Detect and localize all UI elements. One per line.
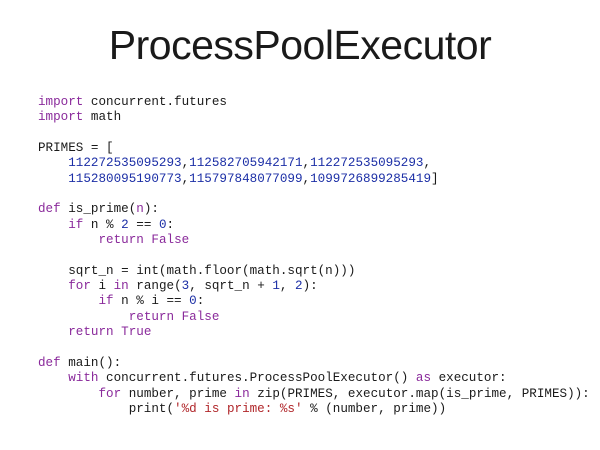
code-token [38,325,68,339]
code-line: sqrt_n = int(math.floor(math.sqrt(n))) [38,264,590,279]
code-token: 2 [121,217,129,232]
code-token: n % i == [113,294,190,309]
code-token: , [302,156,311,171]
code-token: concurrent.futures.ProcessPoolExecutor() [98,371,416,386]
code-token: is_prime( [60,202,137,217]
code-token: number, prime [121,386,235,401]
code-token [38,387,98,401]
code-token [38,156,68,170]
code-token: return [98,233,144,248]
code-token: % (number, prime)) [302,401,447,416]
code-line: return False [38,310,590,325]
code-token: 3 [181,279,190,294]
code-token: in [113,279,129,294]
code-token: 112582705942171 [189,156,303,171]
code-token: 112272535095293 [68,156,182,171]
code-token: 115797848077099 [189,171,303,186]
code-token: n [136,202,144,217]
code-line: with concurrent.futures.ProcessPoolExecu… [38,371,590,386]
code-line: def is_prime(n): [38,202,590,217]
code-line: def main(): [38,356,590,371]
code-token: True [121,325,152,340]
code-line: return True [38,325,590,340]
code-token: ): [143,202,159,217]
code-token: , [302,171,311,186]
code-token: ): [302,279,318,294]
code-line: print('%d is prime: %s' % (number, prime… [38,402,590,417]
code-token: as [415,371,432,386]
code-token: False [151,233,190,248]
code-token: for [98,386,122,401]
code-token [174,310,182,324]
code-token: , [423,156,432,171]
code-token: , [181,171,190,186]
code-token: : [166,217,175,232]
code-line: if n % i == 0: [38,294,590,309]
code-line: PRIMES = [ [38,141,590,156]
code-token: : [196,294,205,309]
code-token: math [83,110,122,125]
code-token: PRIMES = [ [38,141,114,156]
code-token: '%d is prime: %s' [174,401,303,416]
code-line: 115280095190773,115797848077099,10997268… [38,172,590,187]
code-line [38,126,590,141]
code-token: 1099726899285419 [310,171,432,186]
code-token [38,294,98,308]
code-token: with [68,371,99,386]
code-token: import [38,95,84,109]
code-token: , sqrt_n + [189,279,273,294]
code-token [38,172,68,186]
code-token: executor: [431,371,507,386]
code-token: if [98,294,114,309]
code-line [38,341,590,356]
code-token: range( [128,279,182,294]
code-token: zip(PRIMES, executor.map(is_prime, PRIME… [249,386,590,401]
code-token [38,279,68,293]
code-line: if n % 2 == 0: [38,218,590,233]
code-token: 112272535095293 [310,156,424,171]
code-token: ] [431,171,439,186]
code-token: concurrent.futures [83,95,227,109]
code-token: sqrt_n = int(math.floor(math.sqrt(n))) [38,263,356,278]
code-token: False [181,309,220,324]
code-token: 115280095190773 [68,171,182,186]
code-line: import concurrent.futures [38,95,590,110]
code-line: 112272535095293,112582705942171,11227253… [38,156,590,171]
code-token: , [279,279,296,294]
code-token: def [38,355,61,370]
code-token: main(): [60,355,122,370]
code-token: return [128,309,175,324]
code-line: return False [38,233,590,248]
code-token: 0 [158,217,167,232]
code-token: n % [83,217,122,232]
code-token: return [68,325,114,340]
code-line: import math [38,110,590,125]
code-token: 2 [295,279,303,294]
code-token: for [68,279,91,294]
code-line [38,248,590,263]
code-line: for i in range(3, sqrt_n + 1, 2): [38,279,590,294]
code-token: i [90,279,114,294]
code-line [38,187,590,202]
slide-title: ProcessPoolExecutor [108,22,492,68]
code-token [38,233,98,247]
code-token [38,371,68,385]
code-token: print( [38,401,175,416]
code-token [38,310,129,324]
code-token: def [38,202,61,217]
code-token: in [234,386,250,401]
code-token: , [181,156,190,171]
code-token: 0 [189,294,197,309]
code-token: if [68,217,84,232]
code-token [38,218,68,232]
code-token: 1 [272,279,280,294]
code-token: import [38,110,84,125]
code-line: for number, prime in zip(PRIMES, executo… [38,386,590,402]
code-token: == [128,217,159,232]
